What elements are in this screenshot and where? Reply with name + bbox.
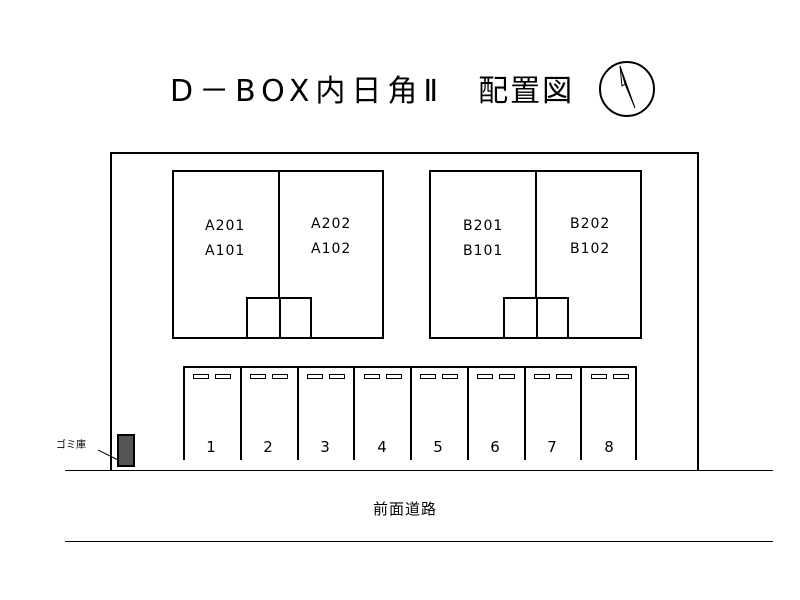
wheel-stop [364,374,380,379]
wheel-stop [420,374,436,379]
wheel-stop [534,374,550,379]
wheel-stop [477,374,493,379]
parking-slot-number: 7 [547,438,557,456]
wheel-stop [442,374,458,379]
wheel-stop [215,374,231,379]
parking-slot-number: 3 [320,438,330,456]
wheel-stop [499,374,515,379]
parking-slot-number: 2 [263,438,273,456]
unit-label: B102 [570,241,611,257]
parking-divider [353,366,355,460]
layout-title: 配置図 [478,74,575,109]
lot-boundary [110,152,699,470]
parking-divider [183,366,185,460]
unit-label: B101 [463,243,504,259]
unit-a-left: A201 A101 [174,172,279,337]
parking-divider [635,366,637,460]
unit-a-right: A202 A102 [278,172,382,337]
trash-storage-label: ゴミ庫 [56,440,86,451]
parking-divider [240,366,242,460]
parking-slot-number: 5 [433,438,443,456]
trash-storage [117,434,135,467]
wheel-stop [591,374,607,379]
parking-slot-number: 8 [604,438,614,456]
parking-divider [524,366,526,460]
unit-label: A101 [205,243,246,259]
parking-divider [410,366,412,460]
parking-area: 1 2 3 4 5 6 7 8 [183,366,637,460]
building-a: A201 A101 A202 A102 [172,170,384,339]
unit-b-right: B202 B102 [535,172,640,337]
wheel-stop [193,374,209,379]
wheel-stop [556,374,572,379]
unit-label: B201 [463,218,504,234]
wheel-stop [329,374,345,379]
property-name: D－BOX内日角Ⅱ [170,74,445,109]
unit-label: B202 [570,216,611,232]
parking-divider [467,366,469,460]
entrance-b [503,297,569,339]
unit-label: A201 [205,218,246,234]
leader-line [98,449,119,461]
unit-label: A202 [311,216,352,232]
wheel-stop [613,374,629,379]
unit-label: A102 [311,241,352,257]
parking-divider [297,366,299,460]
north-arrow-icon [599,61,655,117]
page-title: D－BOX内日角Ⅱ 配置図 [170,72,574,112]
parking-slot-number: 6 [490,438,500,456]
entrance-a [246,297,312,339]
road-edge-top [65,470,773,471]
road-edge-bottom [65,541,773,542]
unit-b-left: B201 B101 [431,172,536,337]
parking-slot-number: 4 [377,438,387,456]
road-label: 前面道路 [372,500,437,518]
wheel-stop [272,374,288,379]
wheel-stop [250,374,266,379]
wheel-stop [307,374,323,379]
building-b: B201 B101 B202 B102 [429,170,642,339]
parking-divider [580,366,582,460]
parking-slot-number: 1 [206,438,216,456]
wheel-stop [386,374,402,379]
